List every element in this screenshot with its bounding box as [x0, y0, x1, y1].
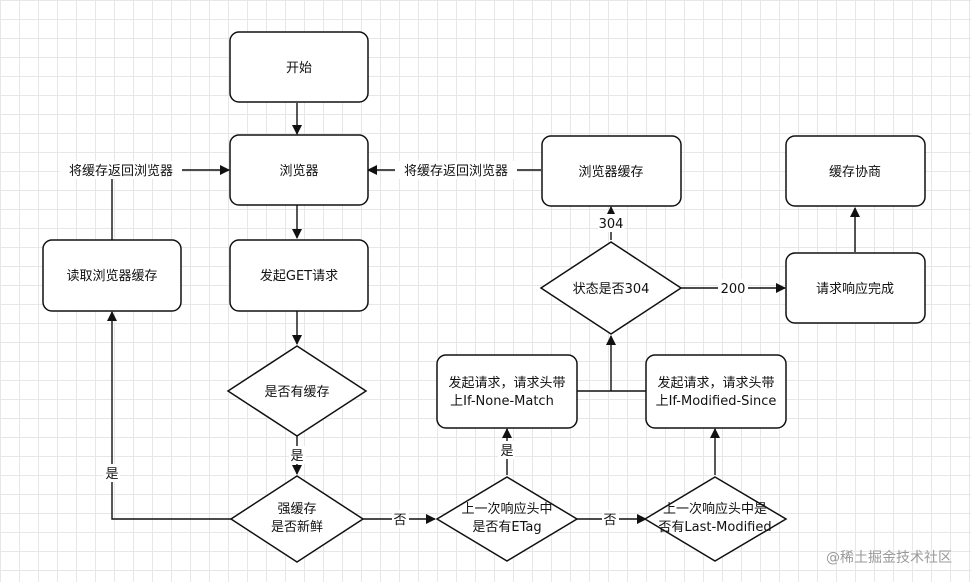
node-status-304: 状态是否304 — [539, 241, 683, 335]
node-response-done: 请求响应完成 — [785, 252, 926, 324]
node-read-cache-label: 读取浏览器缓存 — [66, 268, 157, 284]
node-request-ims-line1: 发起请求，请求头带 — [657, 375, 774, 391]
node-start-label: 开始 — [286, 61, 312, 76]
label-code-200: 200 — [721, 282, 746, 297]
node-request-inm-line1: 发起请求，请求头带 — [448, 375, 565, 391]
node-request-if-none-match: 发起请求，请求头带 上If-None-Match — [436, 354, 578, 429]
node-start: 开始 — [229, 31, 369, 103]
node-negotiate-label: 缓存协商 — [829, 165, 881, 180]
node-has-cache-label: 是否有缓存 — [264, 385, 329, 400]
node-etag: 上一次响应头中 是否有ETag — [435, 476, 579, 562]
node-browser-cache: 浏览器缓存 — [541, 135, 682, 207]
node-has-cache: 是否有缓存 — [226, 345, 368, 437]
label-yes-fresh: 是 — [105, 467, 118, 482]
node-get-request-label: 发起GET请求 — [260, 268, 338, 284]
node-read-cache: 读取浏览器缓存 — [42, 239, 182, 312]
node-browser-label: 浏览器 — [279, 163, 318, 179]
label-return-cache-left: 将缓存返回浏览器 — [69, 163, 173, 179]
label-no-fresh: 否 — [393, 513, 406, 528]
label-no-etag: 否 — [603, 513, 616, 528]
node-request-ims-line2: 上If-Modified-Since — [656, 394, 777, 409]
node-last-modified-line2: 否有Last-Modified — [658, 520, 771, 535]
node-browser-cache-label: 浏览器缓存 — [578, 164, 643, 180]
node-status-304-label: 状态是否304 — [573, 282, 650, 297]
node-request-inm-line2: 上If-None-Match — [450, 394, 554, 409]
edge-readcache-browser — [111, 165, 230, 240]
label-yes-etag: 是 — [500, 444, 513, 459]
label-yes-has-cache: 是 — [290, 449, 303, 464]
label-code-304: 304 — [599, 217, 624, 232]
node-etag-line2: 是否有ETag — [472, 520, 541, 535]
watermark-text: @稀土掘金技术社区 — [826, 550, 952, 566]
node-get-request: 发起GET请求 — [229, 239, 369, 312]
edge-labels: 将缓存返回浏览器 将缓存返回浏览器 是 是 否 是 否 304 200 — [60, 161, 748, 528]
node-strong-cache-line1: 强缓存 — [277, 502, 316, 517]
node-last-modified-line1: 上一次响应头中是 — [663, 501, 767, 517]
edge-strong-readcache — [107, 311, 231, 520]
node-negotiate: 缓存协商 — [785, 135, 926, 207]
label-return-cache-right: 将缓存返回浏览器 — [404, 163, 508, 179]
node-etag-line1: 上一次响应头中 — [461, 501, 552, 517]
node-last-modified: 上一次响应头中是 否有Last-Modified — [643, 476, 788, 562]
node-strong-cache-line2: 是否新鲜 — [271, 519, 323, 535]
node-request-if-modified-since: 发起请求，请求头带 上If-Modified-Since — [645, 354, 787, 429]
node-response-done-label: 请求响应完成 — [816, 281, 894, 297]
node-browser: 浏览器 — [229, 134, 369, 206]
node-strong-cache: 强缓存 是否新鲜 — [229, 475, 365, 563]
